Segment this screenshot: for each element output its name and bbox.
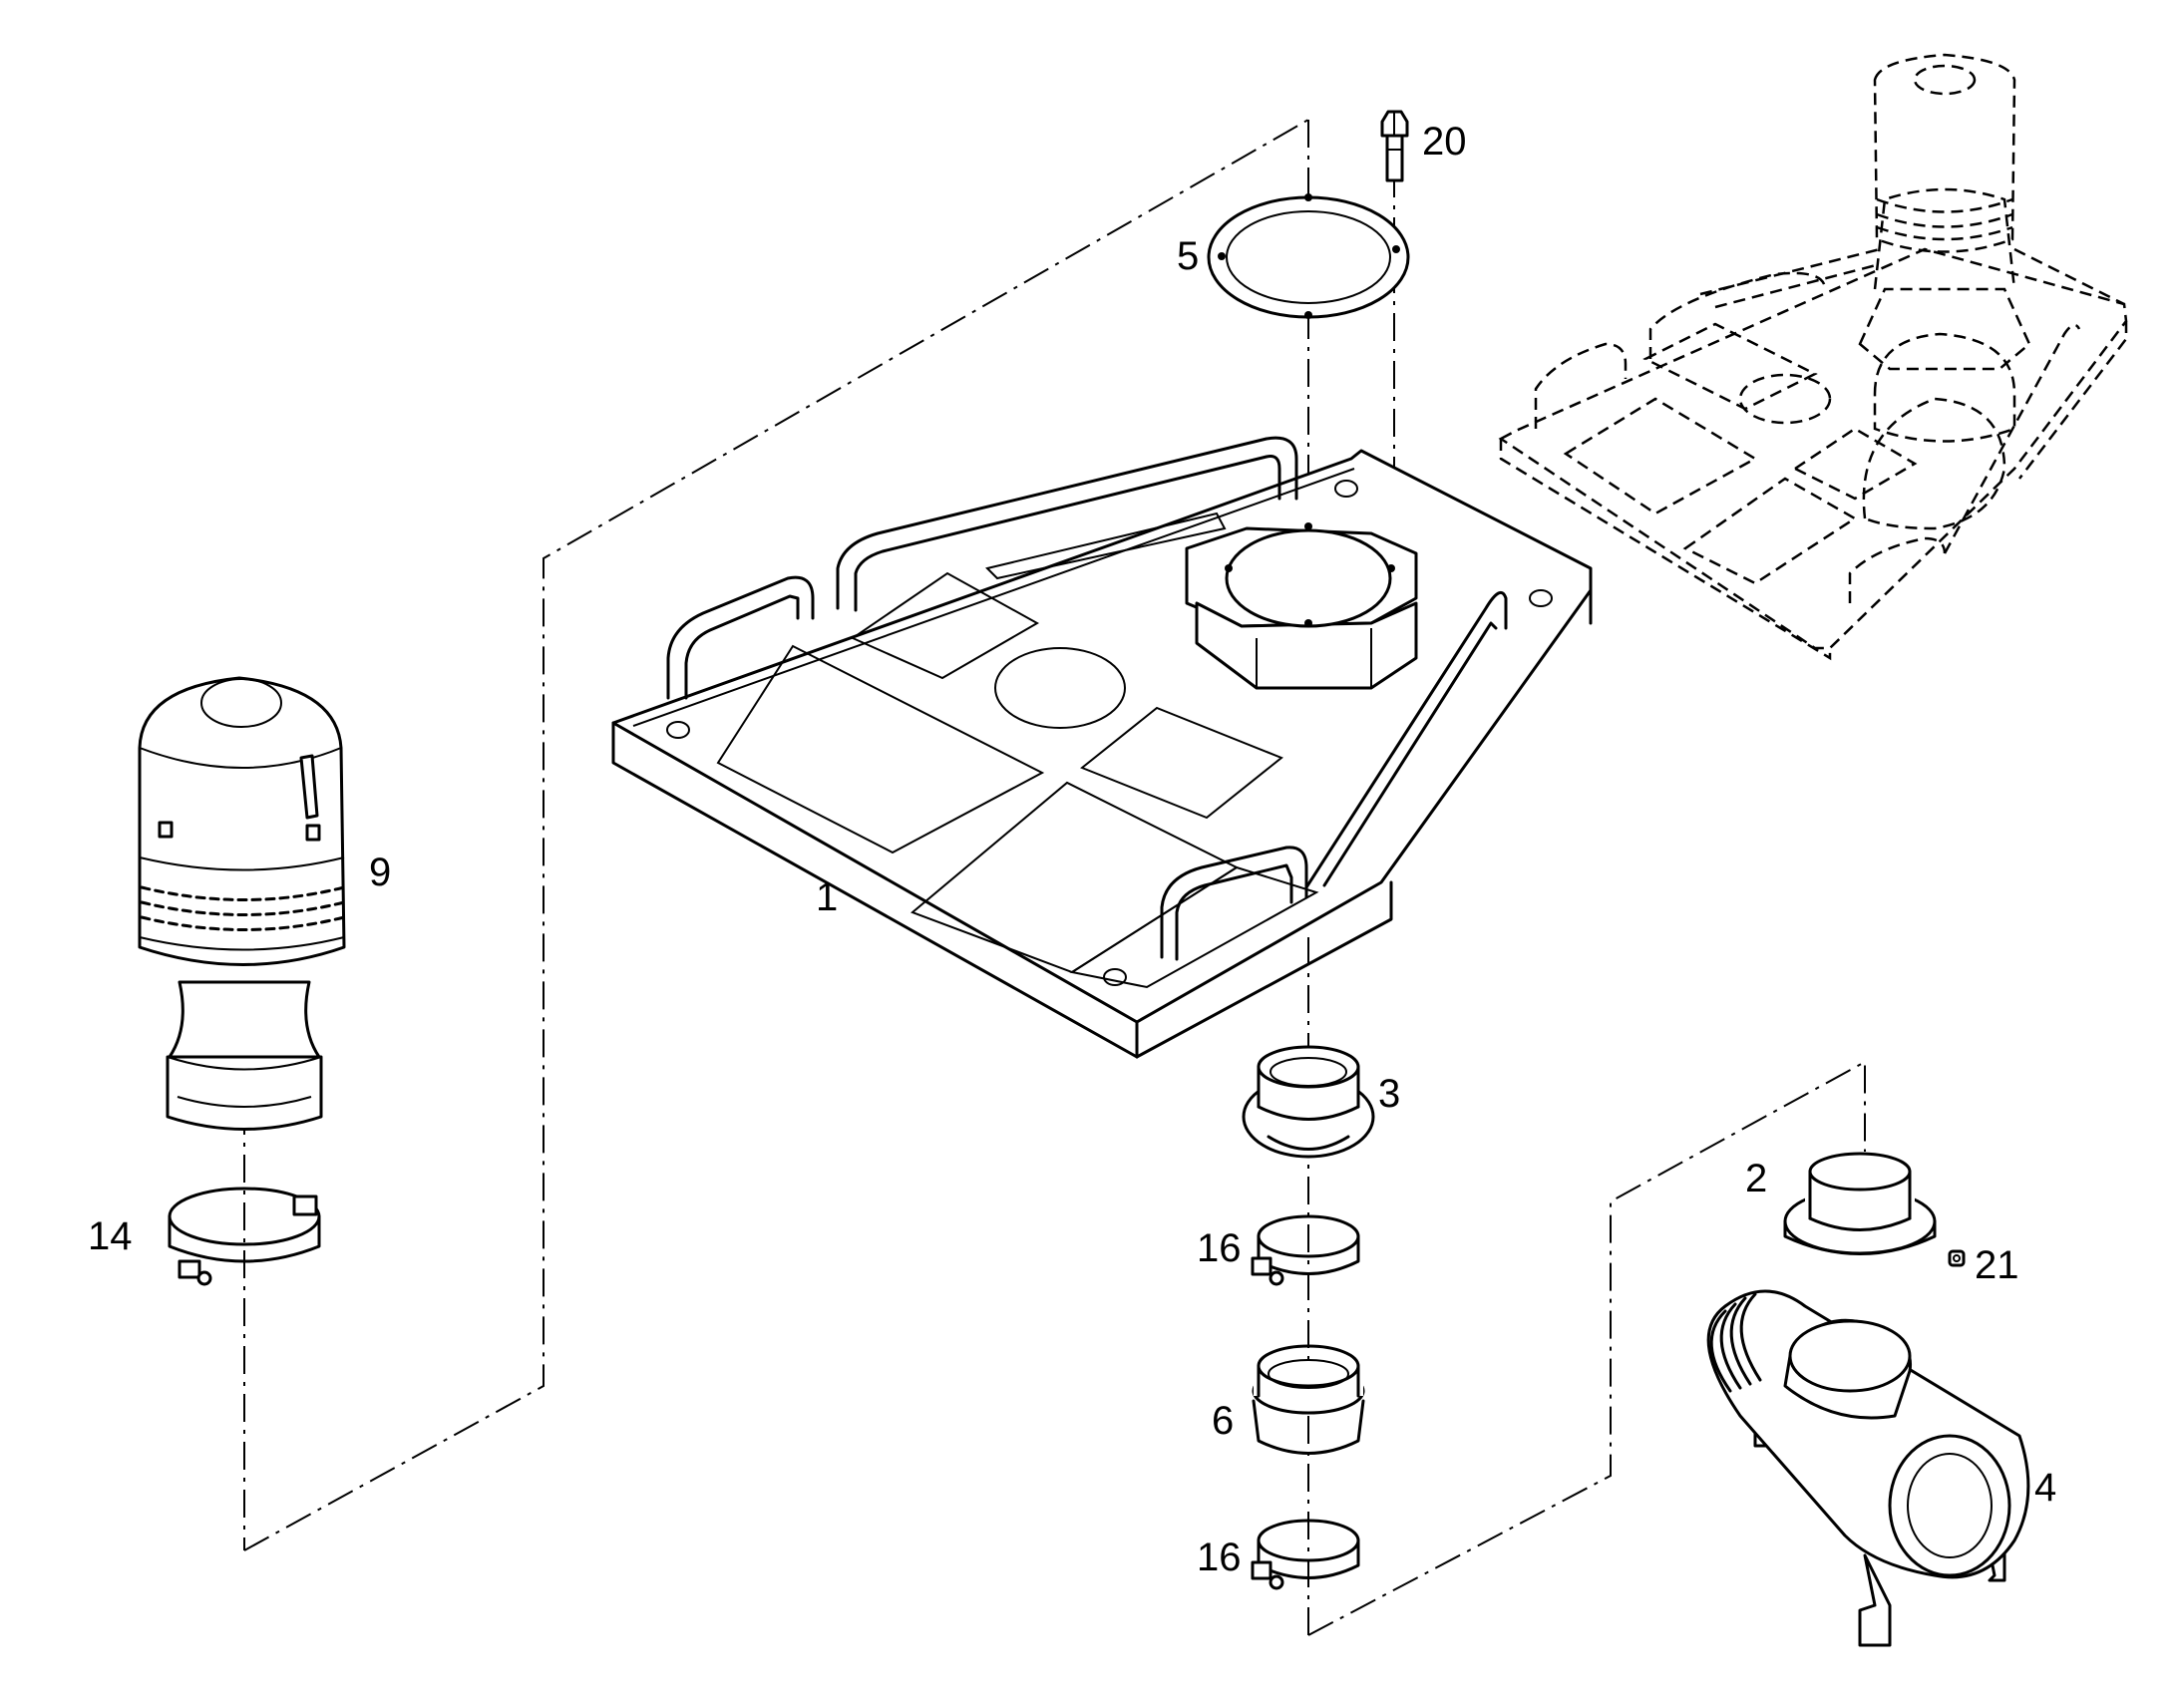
part-4-filter-housing — [1706, 1289, 2030, 1647]
callout-2: 2 — [1745, 1157, 1767, 1200]
callout-21: 21 — [1975, 1243, 2019, 1287]
callout-14: 14 — [88, 1214, 133, 1258]
part-21-screw — [1948, 1249, 1966, 1267]
callout-4: 4 — [2034, 1466, 2056, 1510]
part-16-clamp-upper — [1251, 1214, 1360, 1286]
part-5-flange-ring — [1207, 193, 1410, 319]
part-2-adapter-flange — [1783, 1152, 1937, 1255]
part-14-clamp — [168, 1187, 321, 1286]
part-6-coupler — [1252, 1344, 1365, 1455]
louvre-band — [140, 885, 346, 931]
callout-16-upper: 16 — [1197, 1226, 1242, 1270]
callout-3: 3 — [1378, 1072, 1400, 1116]
assembled-reference-view — [1498, 53, 2128, 661]
callout-20: 20 — [1422, 120, 1467, 164]
callout-16-lower: 16 — [1197, 1536, 1242, 1579]
callout-1: 1 — [816, 875, 838, 919]
part-1-frame — [611, 436, 1593, 1059]
callout-labels: 1 2 3 4 5 6 9 14 16 16 20 21 — [88, 120, 2056, 1579]
part-20-bolt — [1380, 110, 1409, 182]
callout-5: 5 — [1177, 234, 1199, 278]
part-3-adapter — [1242, 1045, 1375, 1159]
callout-6: 6 — [1212, 1399, 1234, 1443]
callout-9: 9 — [369, 851, 391, 894]
part-9-air-cleaner — [138, 676, 346, 1131]
part-16-clamp-lower — [1251, 1519, 1360, 1590]
